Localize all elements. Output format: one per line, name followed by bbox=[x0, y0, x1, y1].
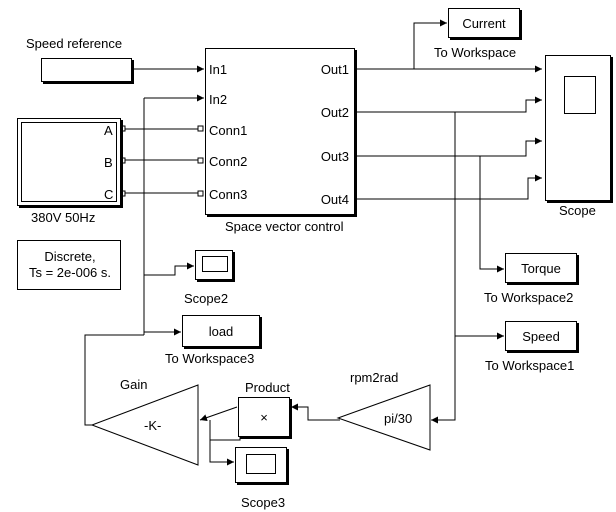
speed-text: Speed bbox=[522, 328, 560, 344]
rpm2rad-text: pi/30 bbox=[384, 411, 413, 426]
torque-text: Torque bbox=[521, 260, 561, 276]
gain-shape[interactable] bbox=[90, 384, 199, 466]
wire-product-gain bbox=[199, 406, 238, 421]
scope3-block[interactable] bbox=[235, 447, 287, 483]
svc-conn2: Conn2 bbox=[209, 154, 248, 169]
speed-reference-label: Speed reference bbox=[26, 36, 123, 51]
space-vector-control-block[interactable]: In1 In2 Conn1 Conn2 Conn3 Out1 Out2 Out3… bbox=[205, 48, 355, 215]
speed-label: To Workspace1 bbox=[485, 358, 575, 373]
svc-out3: Out3 bbox=[320, 149, 349, 164]
svc-out1: Out1 bbox=[320, 62, 349, 77]
wire-speed-branch bbox=[431, 112, 456, 424]
wire-scope3 bbox=[209, 420, 234, 466]
wire-out3 bbox=[353, 137, 542, 157]
scope3-screen-icon bbox=[246, 454, 276, 474]
speed-reference-block[interactable] bbox=[41, 58, 132, 82]
scope2-screen-icon bbox=[202, 256, 228, 272]
svc-conn1: Conn1 bbox=[209, 123, 248, 138]
wire-out2 bbox=[353, 96, 542, 113]
wire-product-in2 bbox=[210, 420, 241, 441]
torque-label: To Workspace2 bbox=[484, 290, 574, 305]
powergui-line2: Ts = 2e-006 s. bbox=[28, 265, 112, 280]
gain-label: Gain bbox=[120, 377, 148, 392]
current-text: Current bbox=[462, 15, 506, 31]
scope2-block[interactable] bbox=[195, 250, 233, 280]
source-port-b: B bbox=[104, 155, 113, 170]
source-inner bbox=[21, 122, 117, 202]
current-label: To Workspace bbox=[434, 45, 517, 60]
load-label: To Workspace3 bbox=[165, 351, 255, 366]
wire-current bbox=[413, 19, 447, 69]
svc-conn3: Conn3 bbox=[209, 187, 248, 202]
product-label: Product bbox=[245, 380, 290, 395]
port-svc-conn2 bbox=[197, 157, 204, 164]
svc-label: Space vector control bbox=[225, 219, 344, 234]
three-phase-source-block[interactable]: A B C bbox=[17, 118, 121, 206]
powergui-line1: Discrete, bbox=[44, 249, 96, 264]
svc-out2: Out2 bbox=[320, 105, 349, 120]
powergui-block[interactable]: Discrete, Ts = 2e-006 s. bbox=[17, 240, 121, 290]
wire-torque bbox=[479, 156, 504, 273]
product-text: × bbox=[260, 409, 268, 425]
load-text: load bbox=[208, 323, 234, 339]
port-svc-conn3 bbox=[197, 190, 204, 197]
svc-out4: Out4 bbox=[320, 192, 349, 207]
source-port-c: C bbox=[104, 187, 114, 202]
wire-out4 bbox=[353, 174, 542, 200]
scope-label: Scope bbox=[559, 203, 596, 218]
source-label: 380V 50Hz bbox=[31, 210, 96, 225]
load-to-workspace-block[interactable]: load bbox=[182, 315, 260, 347]
scope-screen-icon bbox=[564, 76, 596, 114]
scope3-label: Scope3 bbox=[241, 495, 286, 510]
wire-gain-out bbox=[84, 334, 144, 426]
product-block[interactable]: × bbox=[238, 397, 290, 437]
scope-block[interactable] bbox=[545, 55, 611, 201]
speed-to-workspace-block[interactable]: Speed bbox=[505, 321, 577, 351]
svc-in2: In2 bbox=[209, 92, 228, 107]
rpm2rad-label: rpm2rad bbox=[350, 370, 399, 385]
source-port-a: A bbox=[104, 123, 113, 138]
wire-rpm2rad-product bbox=[291, 403, 340, 421]
port-svc-conn1 bbox=[197, 125, 204, 132]
torque-to-workspace-block[interactable]: Torque bbox=[505, 253, 577, 283]
scope2-label: Scope2 bbox=[184, 291, 229, 306]
rpm2rad-gain-shape[interactable] bbox=[336, 384, 431, 451]
svc-in1: In1 bbox=[209, 62, 228, 77]
wire-scope2 bbox=[144, 262, 194, 276]
current-to-workspace-block[interactable]: Current bbox=[448, 8, 520, 38]
gain-text: -K- bbox=[144, 418, 162, 433]
